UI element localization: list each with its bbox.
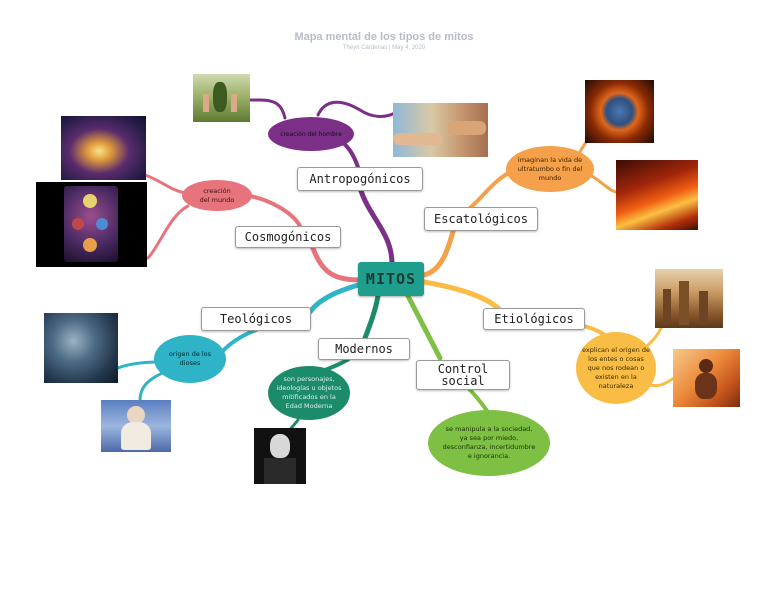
center-node-mitos: MITOS	[358, 262, 424, 296]
category-antropogonicos: Antropogónicos	[297, 167, 423, 191]
bubble-control-social: se manipula a la sociedad, ya sea por mi…	[428, 410, 550, 476]
category-control-social: Control social	[416, 360, 510, 390]
creation-of-adam-image	[393, 103, 488, 157]
nosferatu-image	[254, 428, 306, 484]
zeus-image	[101, 400, 171, 452]
bubble-modernos: son personajes, ideologías u objetos mit…	[268, 366, 350, 420]
link-teologicos-bubble	[220, 328, 258, 354]
ancient-city-image	[655, 269, 723, 328]
link-bubble-creation-adam	[316, 100, 397, 118]
map-title: Mapa mental de los tipos de mitos	[294, 31, 474, 43]
link-bubble-zeus	[138, 370, 167, 402]
link-bubble-stormy-gods	[116, 360, 160, 370]
link-bubble-tree-of-life	[146, 204, 190, 260]
link-center-teologicos	[307, 281, 365, 315]
link-center-antropogonicos	[355, 177, 395, 267]
runner-fire-image	[673, 349, 740, 407]
link-control-social-bubble	[468, 388, 490, 414]
bubble-escatologicos: imaginan la vida de ultratumbo o fin del…	[506, 146, 594, 192]
bubble-etiologicos: explican el origen de los entes o cosas …	[576, 332, 656, 404]
category-modernos: Modernos	[318, 338, 410, 360]
link-center-modernos	[362, 293, 381, 341]
bubble-cosmogonicos: creación del mundo	[182, 180, 252, 211]
fireball-image	[616, 160, 698, 230]
link-bubble-runner	[648, 376, 676, 388]
bubble-antropogonicos: creación del hombre	[268, 117, 354, 151]
link-center-control-social	[405, 293, 443, 361]
category-etiologicos: Etiológicos	[483, 308, 585, 330]
category-teologicos: Teológicos	[201, 307, 311, 331]
tree-of-life-image	[36, 182, 147, 267]
bubble-teologicos: origen de los dioses	[154, 335, 226, 383]
link-center-etiologicos	[421, 279, 503, 313]
link-cosmogonicos-bubble	[248, 194, 302, 228]
burning-earth-image	[585, 80, 654, 143]
stormy-gods-image	[44, 313, 118, 383]
cosmic-swirl-image	[61, 116, 146, 180]
link-center-escatologicos	[421, 222, 458, 278]
map-subtitle: Theyri Cárdenas | May 4, 2020	[342, 45, 426, 51]
link-bubble-adam-eve	[220, 98, 287, 120]
adam-eve-garden-image	[193, 74, 250, 122]
category-cosmogonicos: Cosmogónicos	[235, 226, 341, 248]
link-bubble-fireball	[588, 173, 618, 194]
link-bubble-cosmic	[143, 173, 187, 195]
category-escatologicos: Escatológicos	[424, 207, 538, 231]
